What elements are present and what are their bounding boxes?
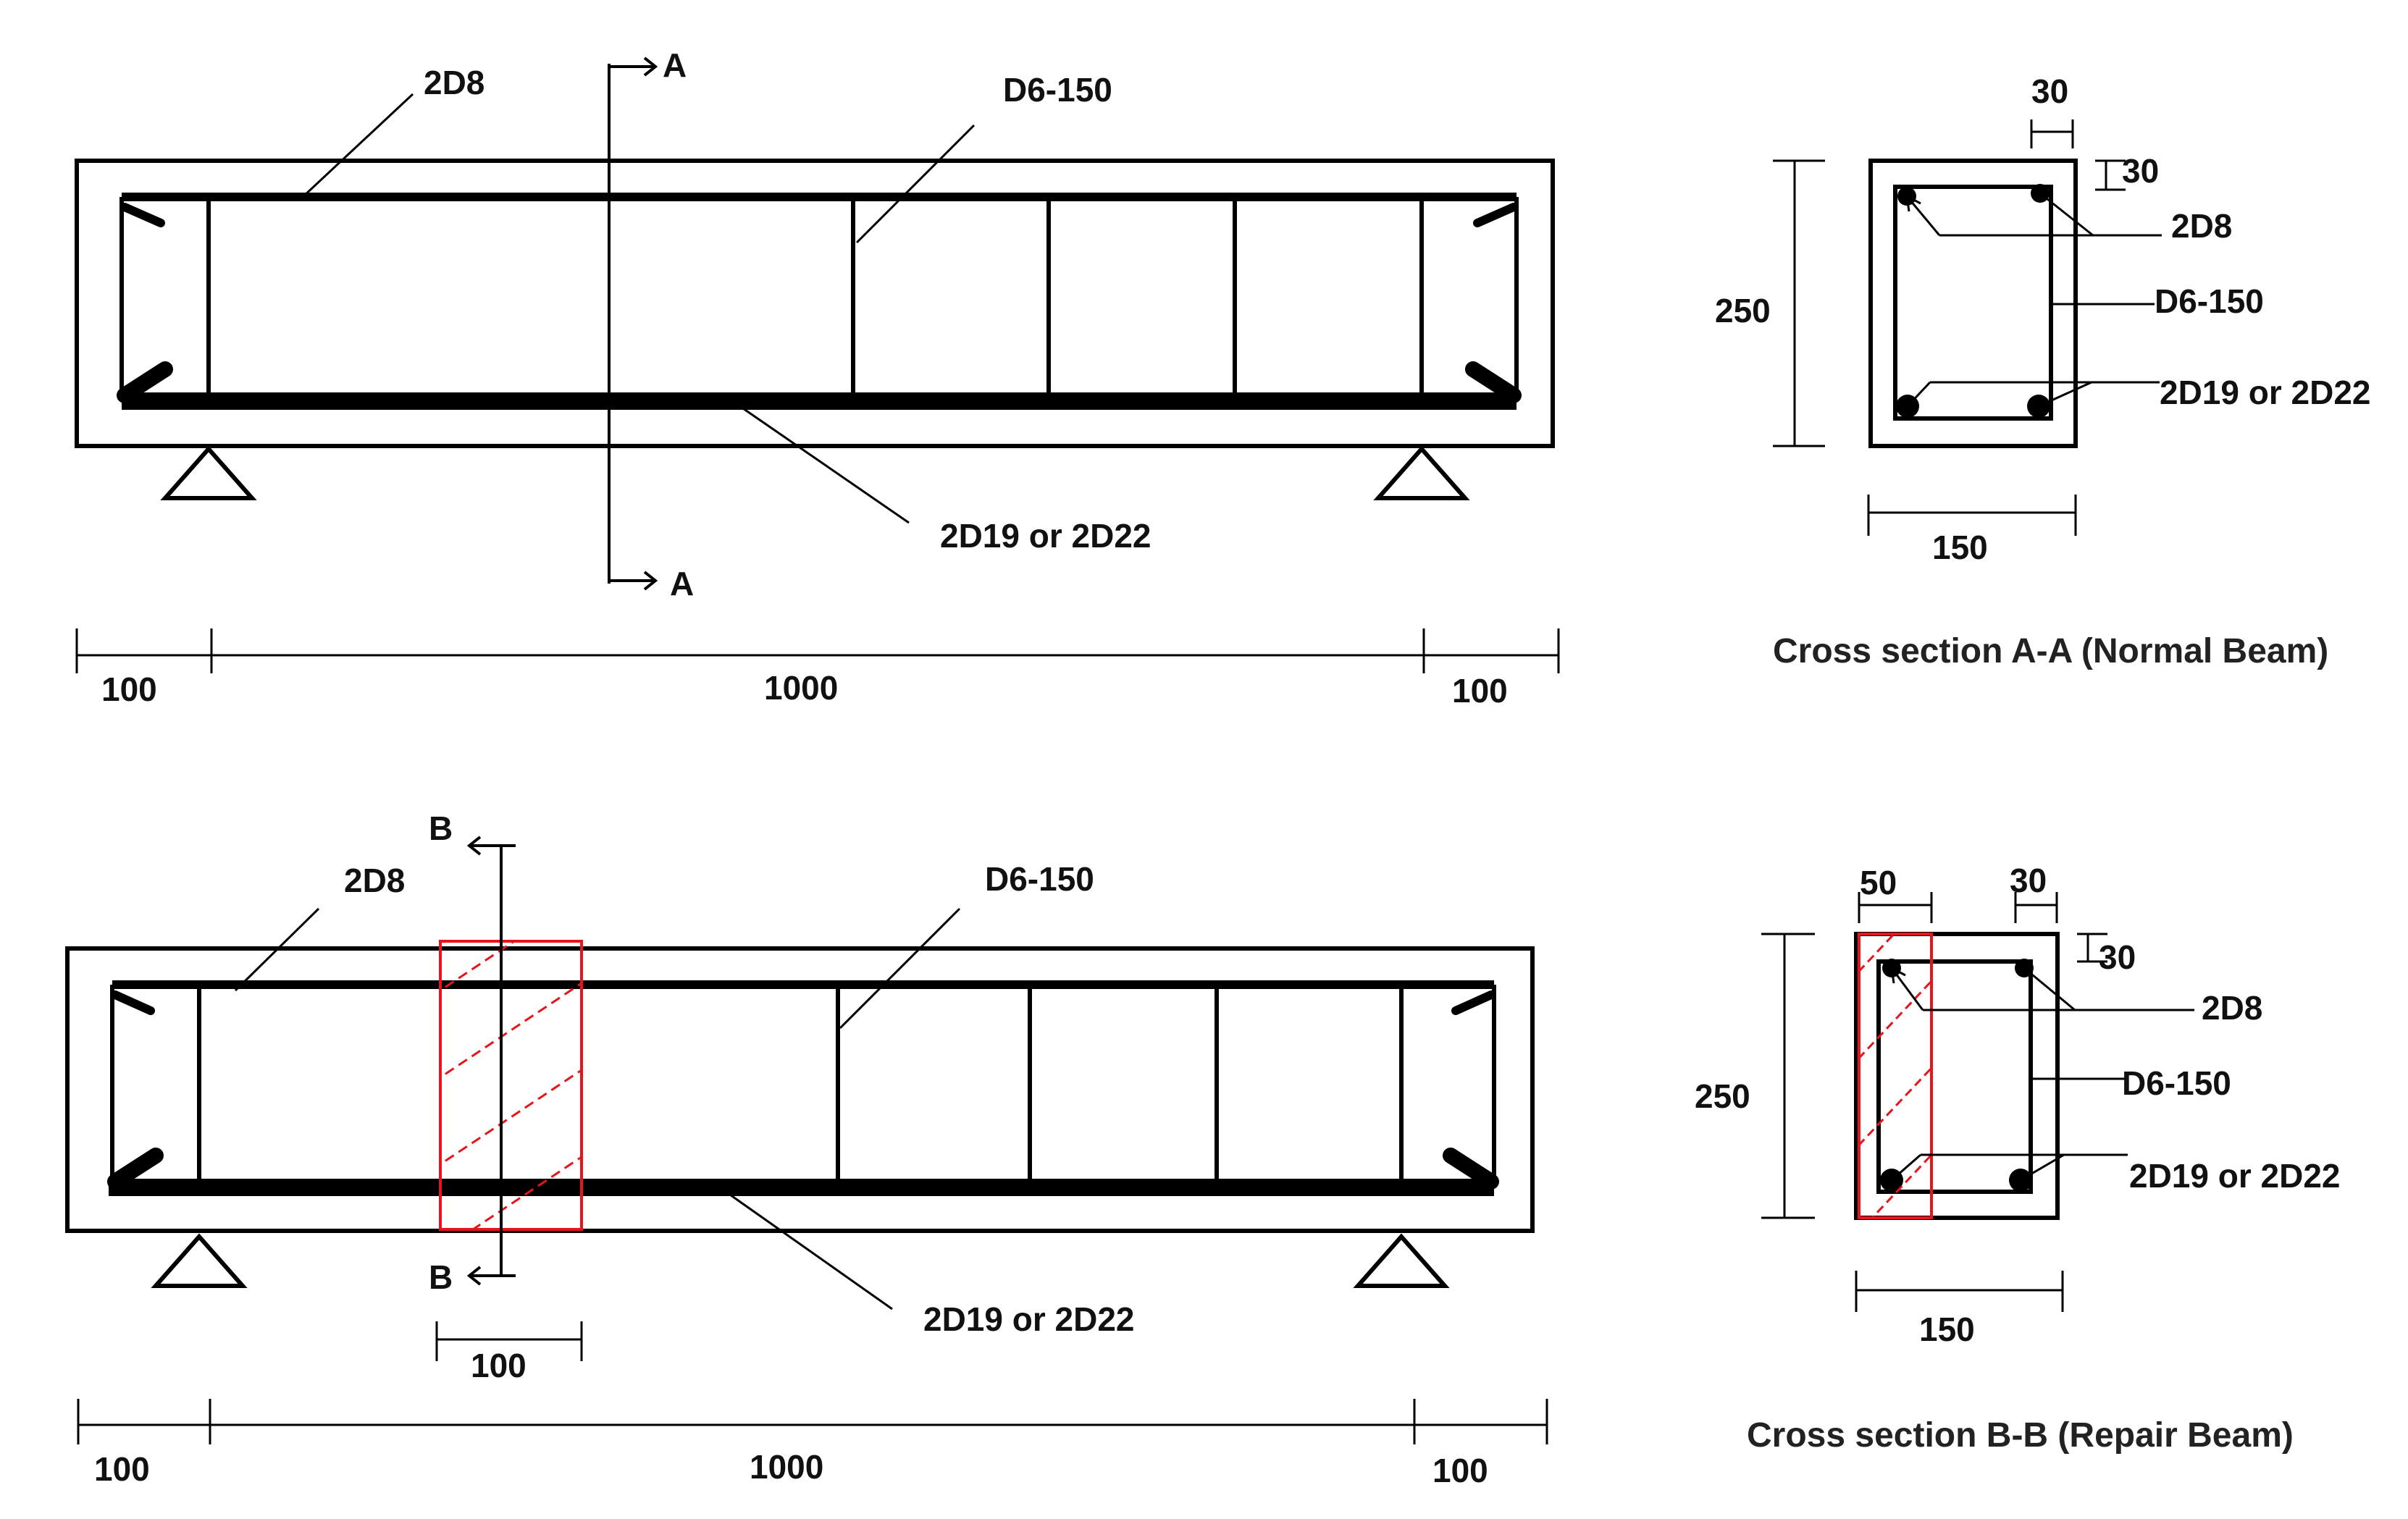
normal-top-bar-leader: [301, 93, 414, 198]
section-b-outline: [1854, 932, 2060, 1220]
section-a-width-label: 150: [1932, 529, 1988, 566]
section-a-stirrup: [1893, 185, 2053, 421]
normal-stirrup-label: D6-150: [1003, 71, 1112, 109]
repair-stirrups: [110, 985, 1496, 1187]
normal-bottom-bar-label: 2D19 or 2D22: [940, 517, 1151, 555]
repair-width-label: 100: [471, 1347, 527, 1384]
repair-beam-elevation: B B 100 2D8 D6-150 2D19 or 2D22 100 1000…: [65, 809, 1548, 1489]
section-a-marker-bottom: A: [670, 565, 694, 602]
normal-beam-elevation: A A 2D8 D6-150 2D19 or 2D22 100 1000 100: [75, 46, 1560, 710]
repair-span-dimension: [77, 1399, 1548, 1444]
normal-right-support: [1373, 445, 1470, 500]
section-a-caption: Cross section A-A (Normal Beam): [1773, 632, 2328, 670]
section-b-repair-width-label: 50: [1860, 864, 1897, 901]
repair-beam-outline: [65, 946, 1535, 1233]
repair-hooks: [107, 990, 1499, 1190]
repair-zone-elevation: [439, 940, 583, 1231]
normal-stirrups: [119, 197, 1519, 401]
section-b-marker-top: B: [429, 809, 453, 847]
section-a-height-label: 250: [1715, 292, 1771, 329]
section-b-marker-bottom: B: [429, 1258, 453, 1296]
normal-dim-middle: 1000: [764, 669, 838, 707]
repair-bottom-bar-label: 2D19 or 2D22: [923, 1300, 1135, 1338]
section-a-top-bar-label: 2D8: [2171, 207, 2232, 245]
section-b-bottom-bar-label: 2D19 or 2D22: [2129, 1157, 2341, 1195]
section-b-bars: [1880, 959, 2034, 1192]
repair-top-bar-label: 2D8: [344, 862, 405, 899]
section-a-cover-side-dimension: [2030, 119, 2074, 148]
repair-dim-right: 100: [1432, 1452, 1488, 1489]
section-a-marker-top: A: [663, 46, 687, 84]
section-b-leaders: [1890, 966, 2194, 1182]
normal-left-support: [160, 445, 257, 500]
normal-dim-left: 100: [101, 670, 157, 708]
section-b-cover-side-dimension: [2014, 892, 2058, 923]
section-a-bottom-bar-label: 2D19 or 2D22: [2160, 374, 2371, 411]
section-b-height-dimension: [1761, 933, 1815, 1219]
repair-dim-middle: 1000: [750, 1448, 823, 1486]
section-b-cover-top-dimension: [2077, 933, 2107, 963]
repair-right-support: [1353, 1233, 1450, 1288]
repair-bottom-bar-leader: [727, 1192, 893, 1310]
repair-stirrup-leader: [839, 907, 961, 1030]
section-b-repair-width-dimension: [1858, 892, 1933, 923]
repair-top-bar-leader: [234, 907, 320, 992]
section-a-width-dimension: [1867, 495, 2077, 536]
repair-zone-section: [1858, 933, 1933, 1219]
normal-stirrup-leader: [855, 124, 976, 244]
section-a-height-dimension: [1773, 159, 1825, 447]
section-b-width-dimension: [1855, 1271, 2064, 1312]
section-b-height-label: 250: [1695, 1077, 1750, 1115]
section-b-stirrup-label: D6-150: [2122, 1064, 2231, 1102]
normal-bottom-bar-leader: [738, 404, 910, 524]
section-b-top-bar-label: 2D8: [2202, 989, 2262, 1027]
section-b-width-label: 150: [1919, 1310, 1975, 1348]
normal-beam-outline: [75, 159, 1555, 448]
normal-span-dimension: [75, 628, 1560, 673]
repair-left-support: [151, 1233, 248, 1288]
repair-stirrup-label: D6-150: [985, 860, 1094, 898]
repair-dim-left: 100: [94, 1450, 150, 1488]
section-a-cover-side-label: 30: [2031, 72, 2068, 110]
section-b-stirrup: [1876, 959, 2033, 1194]
normal-hooks: [117, 203, 1522, 403]
section-b-cover-side-label: 30: [2010, 862, 2047, 899]
section-b-caption: Cross section B-B (Repair Beam): [1747, 1416, 2294, 1455]
normal-dim-right: 100: [1452, 672, 1508, 710]
section-a-cover-top-label: 30: [2122, 152, 2159, 190]
section-a-leaders: [1905, 192, 2162, 408]
repair-width-dimension: [435, 1321, 583, 1361]
section-a-cover-top-dimension: [2095, 159, 2126, 191]
section-cut-b: [466, 836, 516, 1286]
section-a-stirrup-label: D6-150: [2155, 282, 2264, 320]
normal-top-bar-label: 2D8: [424, 64, 484, 101]
cross-section-a: 250 150 30 30: [1715, 72, 2371, 670]
cross-section-b: 250 150 50 30 30: [1695, 862, 2341, 1455]
section-b-cover-top-label: 30: [2099, 938, 2136, 976]
section-cut-a: [608, 56, 658, 591]
